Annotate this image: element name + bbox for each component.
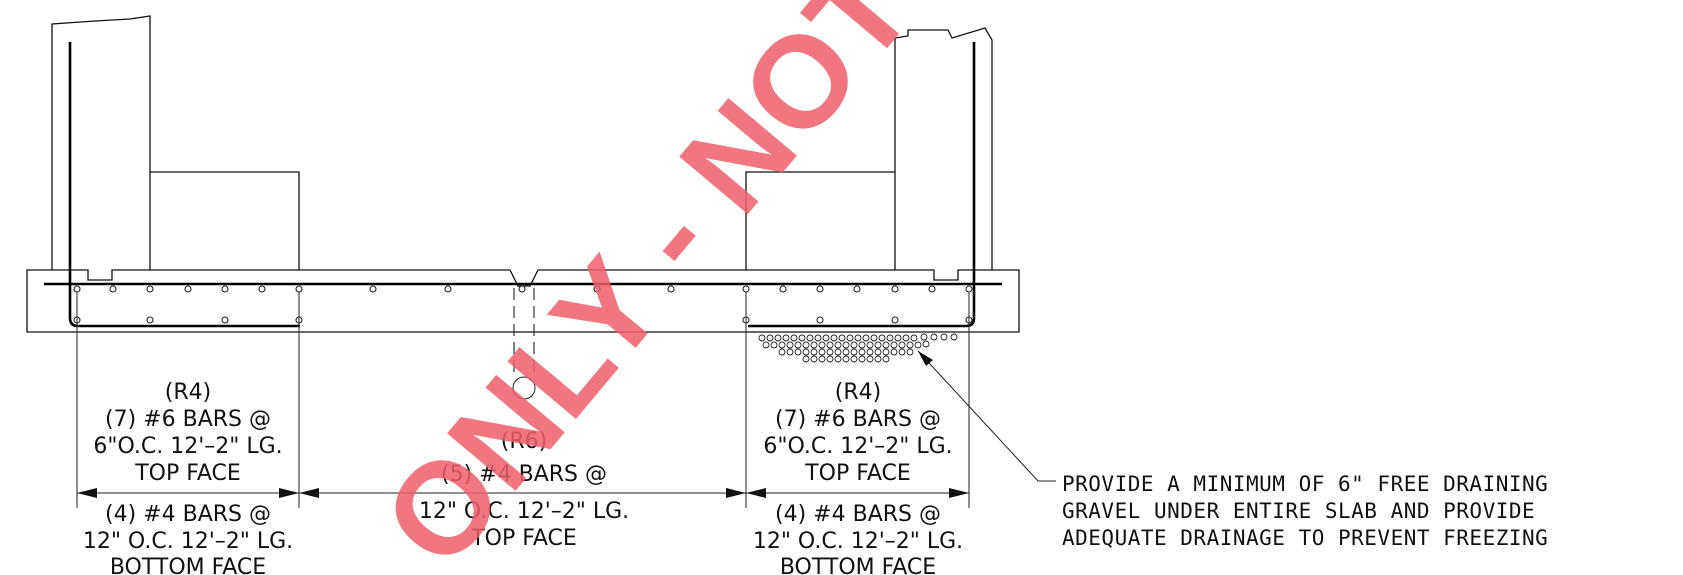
right-bottom-bars-line2: 12" O.C. 12'–2" LG. [753,529,963,554]
gravel-note: PROVIDE A MINIMUM OF 6" FREE DRAINING GR… [1062,472,1548,550]
dimension-line [77,488,969,498]
gravel-note-line2: GRAVEL UNDER ENTIRE SLAB AND PROVIDE [1062,499,1535,523]
left-bottom-bars-line2: 12" O.C. 12'–2" LG. [83,529,293,554]
gravel-fill [758,333,958,363]
top-bar-dots [73,285,973,293]
right-bottom-bars-line1: (4) #4 BARS @ [775,502,941,527]
right-ref-label: (R4) [835,380,881,405]
left-ref-label: (R4) [165,380,211,405]
middle-ref-label: (R6) [501,429,547,454]
left-top-bars-line3: TOP FACE [134,461,241,486]
gravel-note-line1: PROVIDE A MINIMUM OF 6" FREE DRAINING [1062,472,1548,496]
right-top-bars-line2: 6"O.C. 12'–2" LG. [763,434,952,459]
slab [26,269,1020,333]
gravel-note-line3: ADEQUATE DRAINAGE TO PREVENT FREEZING [1062,526,1548,550]
middle-bars-line1: (5) #4 BARS @ [441,462,607,487]
extension-lines [76,292,970,508]
watermark-text: ONLY - NOT fo [355,0,1043,575]
left-callout: (R4) (7) #6 BARS @ 6"O.C. 12'–2" LG. TOP… [83,380,293,575]
left-bottom-bars-line3: BOTTOM FACE [110,555,266,575]
middle-callout: (R6) (5) #4 BARS @ 12" O.C. 12'–2" LG. T… [419,429,629,551]
gravel-leader [917,350,1056,482]
left-top-bars-line2: 6"O.C. 12'–2" LG. [93,434,282,459]
left-bottom-bars-line1: (4) #4 BARS @ [105,502,271,527]
right-wall [745,27,993,328]
middle-bars-line2: 12" O.C. 12'–2" LG. [419,499,629,524]
right-callout: (R4) (7) #6 BARS @ 6"O.C. 12'–2" LG. TOP… [753,380,963,575]
right-top-bars-line3: TOP FACE [804,461,911,486]
drain-pipe [512,288,536,400]
right-top-bars-line1: (7) #6 BARS @ [775,407,941,432]
left-wall [51,15,300,328]
left-top-bars-line1: (7) #6 BARS @ [105,407,271,432]
middle-bars-line3: TOP FACE [470,526,577,551]
right-bottom-bars-line3: BOTTOM FACE [780,555,936,575]
